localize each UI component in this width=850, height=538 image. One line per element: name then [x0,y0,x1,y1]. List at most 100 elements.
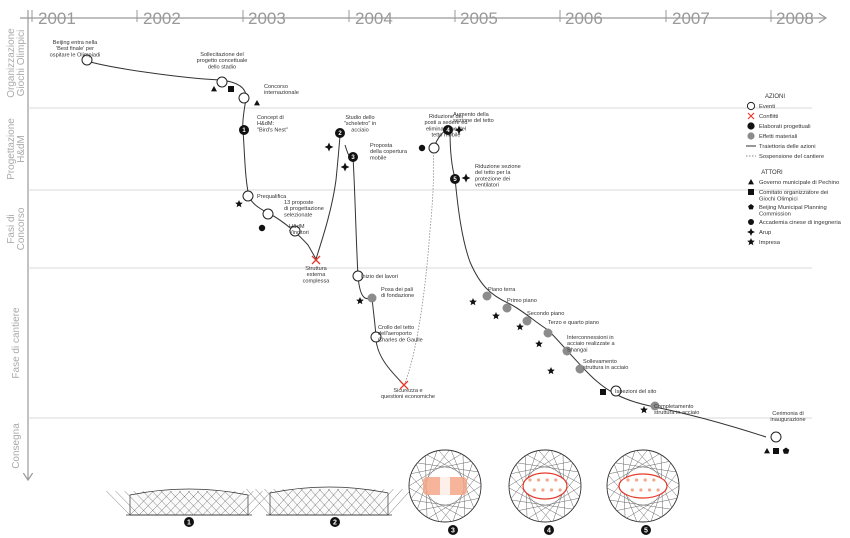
lattice-line [540,473,580,522]
phase-label-text: Fase di cantiere [11,307,22,379]
label-line: 13 proposte [284,200,314,206]
label-line: Terzo e quarto piano [548,320,599,326]
lattice-line [224,490,249,516]
event-label: Primo piano [507,298,537,304]
dot-icon [748,219,754,225]
lattice-line [508,453,562,487]
material-effect-dot [543,328,553,338]
roof-marker [647,488,652,492]
lattice-line [518,498,579,511]
triangle-icon [211,86,217,92]
year-label: 2008 [776,9,814,28]
event-circle [770,431,782,443]
lattice-line [282,488,307,516]
lattice-line [510,475,552,522]
label-line: Prequalifica [257,194,287,200]
label-line: Sicurezza e [393,388,422,394]
roof-marker [549,488,554,492]
lattice-line [351,488,376,516]
lattice-line [428,485,482,519]
lattice-line [157,490,181,516]
label-line: del tetto per la [475,170,511,176]
lattice-line [246,488,271,516]
lattice-line [378,488,403,516]
roof-opening [522,472,568,500]
phase-label: Fasi diConcorso [6,207,27,250]
event-circle [610,385,622,397]
lattice-line [309,488,334,516]
lattice-line [288,488,312,516]
lattice-line [510,450,550,499]
legend-title: AZIONI [765,94,785,100]
lattice-line [247,490,272,516]
design-output-badge [348,152,358,162]
event-label: Secondo piano [527,311,564,317]
label-line: Beijing entra nella [53,40,98,46]
label-line: "Bird's Nest" [257,127,288,133]
star-icon [547,367,555,375]
label-line: Riduzione sezione [475,164,521,170]
phase-labels: OrganizzazioneGiochi OlimpiciProgettazio… [6,28,27,469]
label-line: complessa [303,278,331,284]
label-line: ospitare le Olimpiadi [50,52,101,58]
star-icon [469,298,477,306]
legend-conflict-icon [747,112,755,120]
stadium-elevation-sketch [106,488,272,516]
conflict-cross [399,380,409,390]
lattice-line [342,488,367,516]
trajectory-line [454,177,767,438]
star-icon [516,323,524,331]
lattice-line [418,498,479,511]
label-line: Secondo piano [527,311,564,317]
square-icon [228,86,234,92]
legend-actor-label: Arup [759,230,771,236]
roof-marker [554,478,558,482]
label-line: Comitato organizzatore dei [759,190,828,196]
thumbnail-badge [330,517,340,527]
label-line: Accademia cinese di ingegneria [759,220,842,226]
triangle-icon [254,100,260,106]
label-line: Impresa [759,240,781,246]
lattice-line [511,499,573,510]
legend-action-label: Effetti materiali [759,134,797,140]
square-icon [600,389,606,395]
event-label: Ispezioni del sito [615,389,656,395]
label-line: struttura in acciaio [654,410,699,416]
label-line: Sollecitazione del [200,52,244,58]
legend-action-label: Sospensione del cantiere [759,154,824,160]
thumbnail-number: 4 [547,527,551,534]
lattice-line [264,488,289,516]
lattice-line [615,462,677,473]
design-output-badge [239,125,249,135]
roof-marker [528,478,532,482]
legend-actor-label: Accademia cinese di ingegneria [759,220,842,226]
design-output-number: 1 [242,128,246,134]
phase-label-text: ProgettazioneH&dM [6,118,27,180]
phase-label-line: Consegna [11,423,22,469]
lattice-line [124,490,149,516]
stadium-outline [269,486,389,516]
label-line: esterna [307,272,327,278]
label-line: Inizio dei lavori [361,274,398,280]
star-icon [640,406,648,414]
lattice-line [220,490,245,516]
lattice-line [408,487,464,518]
pentagon-icon [782,447,790,454]
thumbnail-badge [544,525,554,535]
thumbnail-number: 2 [333,519,337,526]
label-line: progetto concettuale [197,58,248,64]
square-icon [748,189,754,195]
event-label: Prequalifica [257,194,287,200]
stadium-elevation-sketch [246,486,412,516]
design-output-badge [335,128,345,138]
phase-label: ProgettazioneH&dM [6,118,27,180]
stadium-plan-sketch [606,449,680,523]
label-line: Interconnessioni in [567,335,614,341]
event-circle [216,76,228,88]
label-line: Aumento della [453,112,490,118]
lattice-line [229,490,254,516]
